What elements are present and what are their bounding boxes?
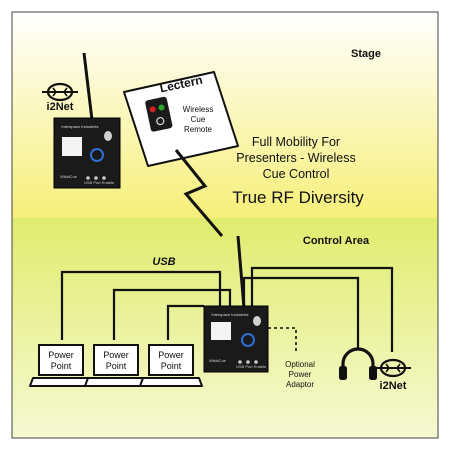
remote-red-button (149, 106, 156, 113)
receiver-main-model: WikkiCue (209, 358, 227, 363)
power-adaptor-line-1: Optional (285, 360, 315, 369)
antenna (82, 52, 94, 121)
remote-label-line-1: Wireless (183, 105, 214, 114)
laptop-1-line-1: Power (48, 350, 74, 360)
i2net-top-label: i2Net (47, 101, 74, 113)
remote-green-button (158, 104, 165, 111)
receiver-main-brand: Interspace Industries (211, 312, 248, 317)
headline-line-1: Full Mobility For (252, 135, 340, 149)
laptop-icon (139, 344, 203, 387)
receiver-main-port-label: USB Port Enable (236, 364, 267, 369)
control-area-label: Control Area (303, 235, 370, 247)
rf-diversity-label: True RF Diversity (232, 188, 364, 207)
headphones-icon (339, 347, 377, 380)
headline-line-2: Presenters - Wireless (236, 151, 355, 165)
laptop-2-line-1: Power (103, 350, 129, 360)
receiver-top-port-label: USB Port Enable (84, 180, 115, 185)
i2net-bottom-label: i2Net (380, 380, 407, 392)
receiver-top-model: WikkiCue (60, 174, 78, 179)
receiver-top-brand: Interspace Industries (61, 124, 98, 129)
laptop-1-line-2: Point (51, 361, 72, 371)
lightning-bolt-icon (174, 149, 224, 237)
power-adaptor-line-2: Power (289, 370, 312, 379)
headline-line-3: Cue Control (263, 167, 330, 181)
laptop-icon (29, 344, 93, 387)
remote-label-line-2: Cue (191, 115, 206, 124)
i2net-logo-icon (375, 358, 411, 378)
receiver-top-screen (62, 137, 82, 156)
logo-badge-icon (104, 131, 112, 141)
laptop-1: Power Point (29, 344, 93, 387)
diagram-border (11, 11, 439, 439)
receiver-main-screen (211, 322, 231, 340)
laptop-3-line-1: Power (158, 350, 184, 360)
receiver-main-device: Interspace Industries WikkiCue USB Port … (203, 235, 269, 373)
stage-label: Stage (351, 48, 381, 60)
receiver-main-ring-led (241, 333, 255, 347)
antenna (236, 235, 246, 309)
laptop-3: Power Point (139, 344, 203, 387)
laptop-icon (84, 344, 148, 387)
wireless-remote (145, 96, 173, 132)
remote-label-line-3: Remote (184, 125, 213, 134)
lectern-card: Lectern Wireless Cue Remote (123, 71, 239, 167)
receiver-top-device: Interspace Industries WikkiCue USB Port … (53, 52, 121, 189)
i2net-logo-icon (42, 82, 78, 102)
laptop-2: Power Point (84, 344, 148, 387)
receiver-top-ring-led (90, 148, 104, 162)
power-adaptor-line-3: Adaptor (286, 380, 314, 389)
usb-label: USB (152, 256, 175, 268)
logo-badge-icon (253, 316, 261, 326)
laptop-3-line-2: Point (161, 361, 182, 371)
laptop-2-line-2: Point (106, 361, 127, 371)
